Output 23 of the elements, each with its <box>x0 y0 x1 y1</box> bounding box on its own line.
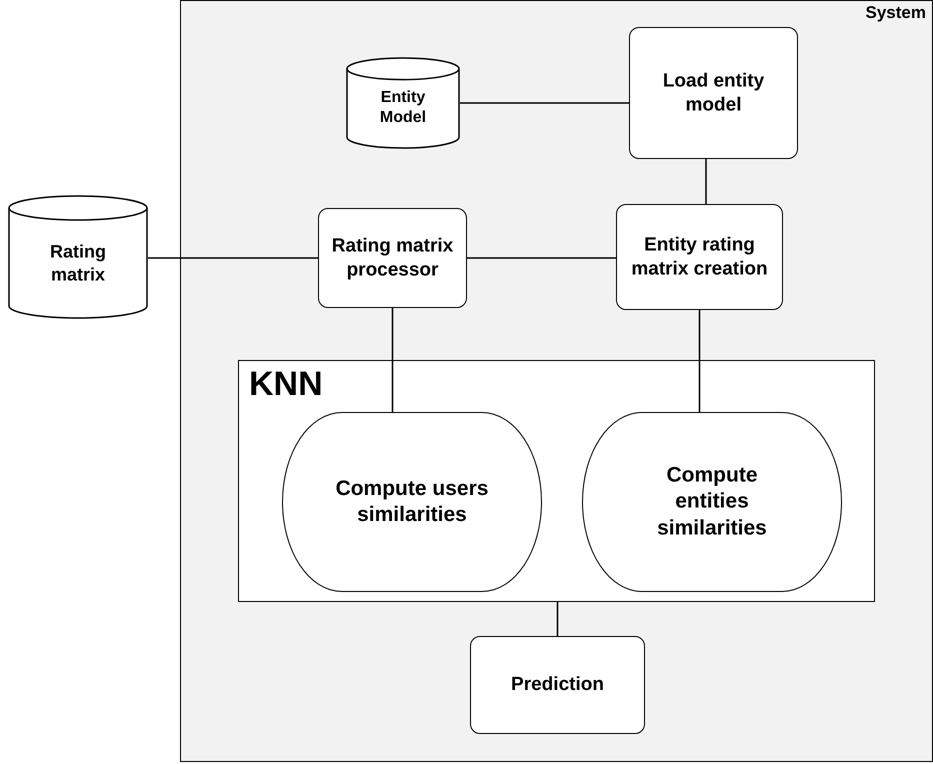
connector-line <box>392 308 394 412</box>
connector-line <box>705 159 707 204</box>
connector-line <box>467 257 616 259</box>
connector-line <box>460 102 629 104</box>
process-box <box>470 636 645 734</box>
node-label: Load entity model <box>662 69 766 117</box>
node-label: Compute entities similarities <box>656 462 768 542</box>
node-label: Rating matrix <box>49 240 107 286</box>
connector-line <box>556 602 558 636</box>
node-label: Prediction <box>510 673 605 697</box>
process-box <box>629 27 798 159</box>
node-label: Entity Model <box>378 88 428 128</box>
node-label: Compute users similarities <box>334 476 490 528</box>
group-title: KNN <box>249 365 323 404</box>
node-label: Entity rating matrix creation <box>630 233 769 281</box>
container-title: System <box>866 3 926 23</box>
process-box <box>616 204 783 310</box>
group-box <box>238 360 875 602</box>
node-label: Rating matrix processor <box>330 234 454 282</box>
connector-line <box>148 257 318 259</box>
connector-line <box>698 310 700 412</box>
system-boundary <box>180 0 933 762</box>
process-box <box>318 208 467 308</box>
